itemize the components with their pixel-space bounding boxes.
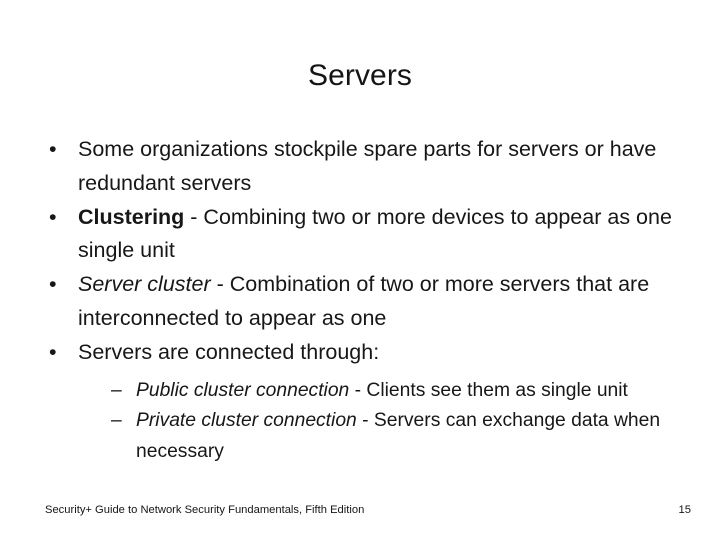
page-title: Servers — [307, 59, 413, 92]
bullet-list: • Some organizations stockpile spare par… — [44, 133, 684, 468]
dash-marker-icon: – — [111, 379, 122, 401]
sub-bullet-list: – Public cluster connection - Clients se… — [78, 376, 684, 468]
sub-list-item-text: - Clients see them as single unit — [349, 379, 628, 401]
dash-marker-icon: – — [111, 410, 122, 432]
bullet-marker-icon: • — [49, 272, 57, 297]
list-item-text: Servers are connected through: — [78, 339, 380, 364]
sub-list-item: – Public cluster connection - Clients se… — [111, 376, 684, 407]
list-item-lead: Clustering — [78, 204, 185, 229]
page-number: 15 — [678, 504, 691, 516]
list-item-text: - Combination of two or more servers tha… — [78, 272, 650, 330]
list-item: • Servers are connected through: – Publi… — [44, 336, 684, 468]
slide-body: • Some organizations stockpile spare par… — [44, 133, 684, 468]
list-item-text: Some organizations stockpile spare parts… — [78, 137, 657, 195]
list-item: • Clustering - Combining two or more dev… — [44, 201, 684, 269]
sub-list-item-lead: Private cluster connection — [136, 410, 357, 432]
bullet-marker-icon: • — [49, 339, 57, 364]
sub-list-item: – Private cluster connection - Servers c… — [111, 406, 684, 468]
sub-list-item-text: - Servers can exchange data when necessa… — [136, 410, 661, 463]
list-item-text: - Combining two or more devices to appea… — [78, 204, 672, 263]
bullet-marker-icon: • — [49, 137, 57, 161]
bullet-marker-icon: • — [49, 204, 57, 229]
slide-footer: Security+ Guide to Network Security Fund… — [45, 504, 365, 516]
list-item: • Some organizations stockpile spare par… — [44, 133, 684, 201]
sub-list-item-lead: Public cluster connection — [136, 379, 350, 401]
list-item-lead: Server cluster — [78, 272, 211, 297]
list-item: • Server cluster - Combination of two or… — [44, 268, 684, 336]
